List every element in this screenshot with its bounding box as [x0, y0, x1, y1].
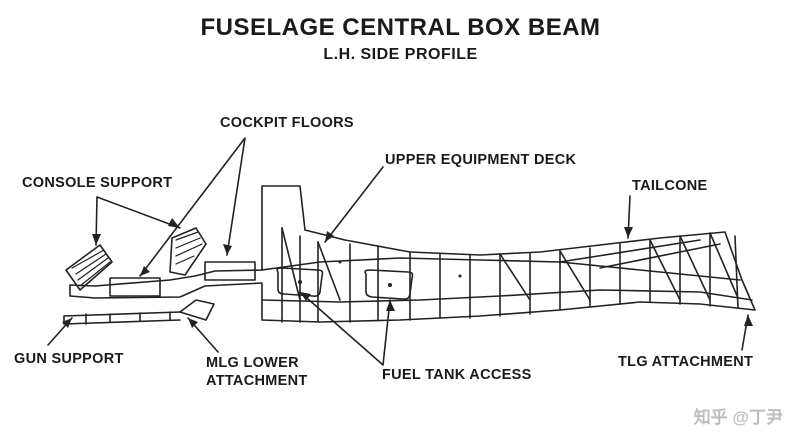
box-beam-outline — [69, 185, 756, 323]
cockpit-floor-front — [109, 277, 161, 297]
label-upper-equipment-deck: UPPER EQUIPMENT DECK — [385, 152, 577, 168]
gun-support — [63, 311, 181, 325]
diagram-title: FUSELAGE CENTRAL BOX BEAM — [200, 14, 601, 41]
label-tlg-attachment: TLG ATTACHMENT — [618, 354, 754, 370]
label-console-support: CONSOLE SUPPORT — [22, 175, 173, 191]
watermark: 知乎 @丁尹 — [693, 408, 783, 427]
cockpit-floor-rear — [204, 261, 256, 281]
rear-console-support — [169, 227, 207, 276]
label-mlg-lower-attachment-line1: MLG LOWER — [206, 355, 299, 371]
label-mlg-lower-attachment-line2: ATTACHMENT — [206, 373, 308, 389]
fuel-tank-access-panel-2 — [364, 269, 414, 300]
label-fuel-tank-access: FUEL TANK ACCESS — [382, 367, 532, 383]
fuel-tank-access-panel-1 — [276, 267, 324, 297]
label-tailcone: TAILCONE — [632, 178, 708, 194]
label-gun-support: GUN SUPPORT — [14, 351, 124, 367]
label-cockpit-floors: COCKPIT FLOORS — [220, 115, 354, 131]
diagram-subtitle: L.H. SIDE PROFILE — [323, 46, 478, 63]
mlg-attachment — [179, 299, 215, 321]
front-console-support — [65, 244, 113, 291]
